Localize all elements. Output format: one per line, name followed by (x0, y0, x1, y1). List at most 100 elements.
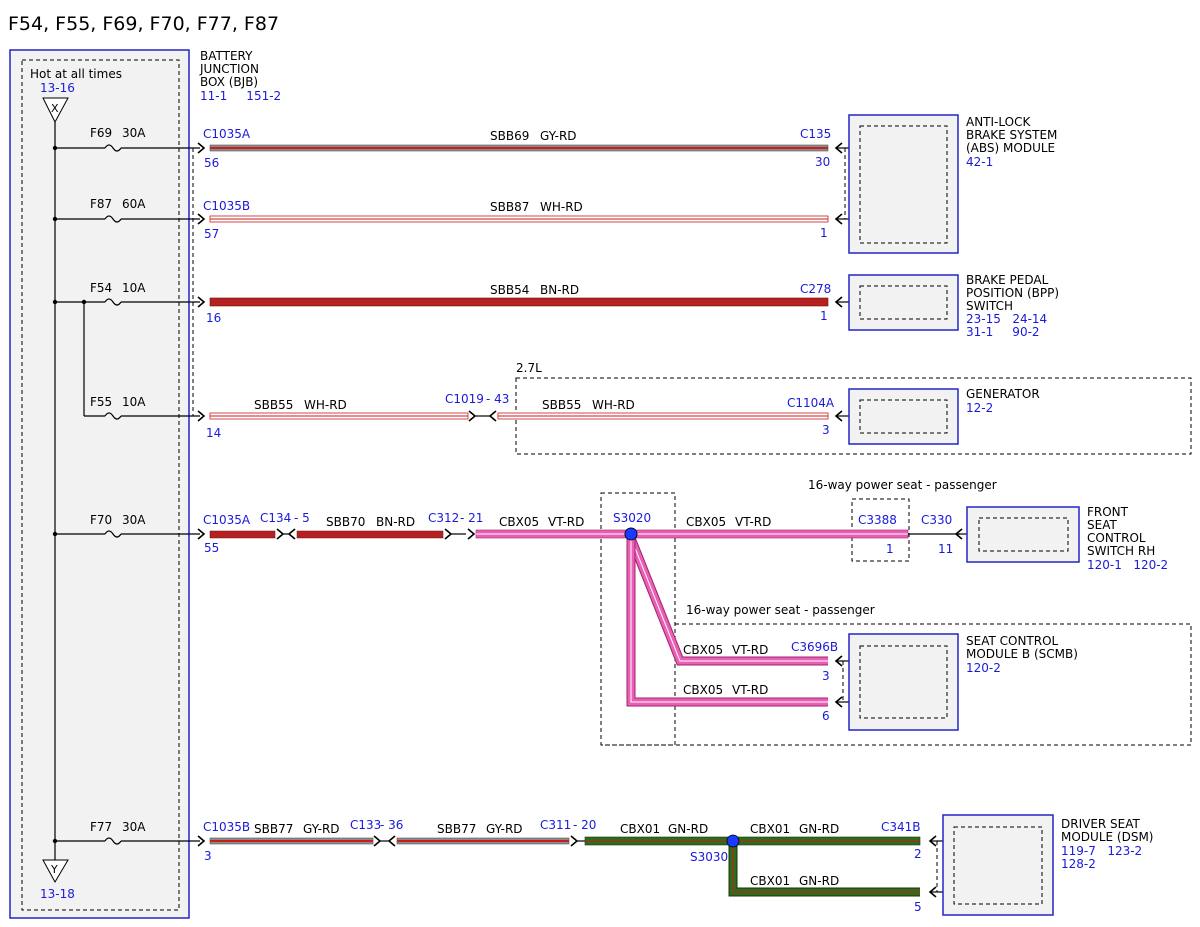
color-vt-rd-4: VT-RD (732, 683, 768, 697)
circuit-cbx01-b: CBX01 (750, 822, 790, 836)
conn-c134: C134 (260, 511, 291, 525)
fuse-f77-name: F77 (90, 820, 112, 834)
scmb-ref: 120-2 (966, 661, 1001, 675)
circuit-cbx01-c: CBX01 (750, 874, 790, 888)
color-vt-rd-2: VT-RD (735, 515, 771, 529)
connector-y-letter: Y (50, 863, 58, 876)
wire-sbb54 (209, 297, 829, 307)
connector-y-icon (42, 859, 69, 884)
splice-s3030 (726, 834, 740, 848)
seat-switch-name-2: SEAT (1087, 518, 1117, 532)
pin-30: 30 (815, 155, 830, 169)
wire-cbx01-branch (728, 845, 920, 897)
wire-cbx05-main (475, 529, 909, 539)
pin-16: 16 (206, 311, 221, 325)
fuse-f69-name: F69 (90, 126, 112, 140)
conn-c1019: C1019 (445, 392, 484, 406)
fuse-f87-name: F87 (90, 197, 112, 211)
seat-switch-name-3: CONTROL (1087, 531, 1146, 545)
color-vt-rd-1: VT-RD (548, 515, 584, 529)
bpp-name-2: POSITION (BPP) (966, 286, 1059, 300)
splice-s3020-label: S3020 (613, 511, 651, 525)
circuit-sbb70: SBB70 (326, 515, 365, 529)
conn-c312: C312 (428, 511, 459, 525)
color-gy-rd-1: GY-RD (540, 129, 577, 143)
circuit-cbx05-d: CBX05 (683, 683, 723, 697)
fuse-f87-icon (104, 215, 122, 223)
fuse-f69-rating: 30A (122, 126, 146, 140)
conn-c278: C278 (800, 282, 831, 296)
conn-c1035a-seat: C1035A (203, 513, 251, 527)
fuse-f54-rating: 10A (122, 281, 146, 295)
color-wh-rd-2: WH-RD (304, 398, 347, 412)
circuit-sbb87: SBB87 (490, 200, 529, 214)
circuit-sbb55-b: SBB55 (542, 398, 581, 412)
circuit-sbb54: SBB54 (490, 283, 529, 297)
dsm-name-2: MODULE (DSM) (1061, 830, 1153, 844)
wire-sbb69 (209, 144, 829, 152)
wire-c1035a-stub (209, 530, 276, 539)
pin-11: 11 (938, 542, 953, 556)
bjb-name-3: BOX (BJB) (200, 75, 258, 89)
abs-name-3: (ABS) MODULE (966, 141, 1055, 155)
bjb-name-2: JUNCTION (199, 62, 259, 76)
ref-top: 13-16 (40, 81, 75, 95)
color-gn-rd-3: GN-RD (799, 874, 839, 888)
wire-cbx05-scmb-b (626, 538, 828, 707)
seat-switch-name-1: FRONT (1087, 505, 1129, 519)
color-gn-rd-1: GN-RD (668, 822, 708, 836)
bpp-name-3: SWITCH (966, 299, 1013, 313)
pin-21: - 21 (460, 511, 483, 525)
scmb-name-1: SEAT CONTROL (966, 634, 1059, 648)
color-vt-rd-3: VT-RD (732, 643, 768, 657)
option-16way-label-2: 16-way power seat - passenger (686, 603, 875, 617)
conn-c1104a: C1104A (787, 396, 835, 410)
conn-c3388: C3388 (858, 513, 897, 527)
wire-sbb55-a (209, 412, 469, 420)
hot-label: Hot at all times (30, 67, 122, 81)
bpp-ref-1: 23-15 24-14 (966, 312, 1047, 326)
pin-43: - 43 (486, 392, 509, 406)
bpp-name-1: BRAKE PEDAL (966, 273, 1049, 287)
pin-2-dsm: 2 (914, 847, 922, 861)
fuse-f70-icon (104, 530, 122, 538)
dsm-box (942, 814, 1054, 916)
circuit-cbx05-a: CBX05 (499, 515, 539, 529)
bjb-connector-chevrons (197, 142, 206, 847)
fuse-f70-name: F70 (90, 513, 112, 527)
wire-sbb77-b (396, 837, 570, 845)
generator-ref: 12-2 (966, 401, 993, 415)
conn-c341b: C341B (881, 820, 921, 834)
color-gy-rd-3: GY-RD (486, 822, 523, 836)
conn-c1035a-abs: C1035A (203, 127, 251, 141)
scmb-name-2: MODULE B (SCMB) (966, 647, 1078, 661)
diagram-title: F54, F55, F69, F70, F77, F87 (8, 13, 279, 35)
conn-c135: C135 (800, 127, 831, 141)
dsm-name-1: DRIVER SEAT (1061, 817, 1141, 831)
pin-1-abs: 1 (820, 226, 828, 240)
pin-55: 55 (204, 541, 219, 555)
option-2-7l-label: 2.7L (516, 361, 542, 375)
fuse-f55-rating: 10A (122, 395, 146, 409)
bpp-switch-box (848, 274, 959, 331)
fuse-f77-icon (104, 837, 122, 845)
splice-s3030-label: S3030 (690, 850, 728, 864)
wire-sbb70 (296, 530, 444, 539)
pin-36: - 36 (380, 818, 403, 832)
pin-14: 14 (206, 426, 221, 440)
circuit-sbb55-a: SBB55 (254, 398, 293, 412)
pin-5-dsm: 5 (914, 900, 922, 914)
color-gn-rd-2: GN-RD (799, 822, 839, 836)
circuit-cbx05-c: CBX05 (683, 643, 723, 657)
circuit-cbx01-a: CBX01 (620, 822, 660, 836)
seat-switch-name-4: SWITCH RH (1087, 544, 1155, 558)
abs-ref: 42-1 (966, 155, 993, 169)
dsm-ref-1: 119-7 123-2 (1061, 844, 1142, 858)
fuse-f54-icon (104, 298, 122, 306)
circuit-sbb77-a: SBB77 (254, 822, 293, 836)
conn-c311: C311 (540, 818, 571, 832)
seat-switch-box (966, 506, 1080, 563)
conn-c1035b-dsm: C1035B (203, 820, 250, 834)
conn-c330: C330 (921, 513, 952, 527)
